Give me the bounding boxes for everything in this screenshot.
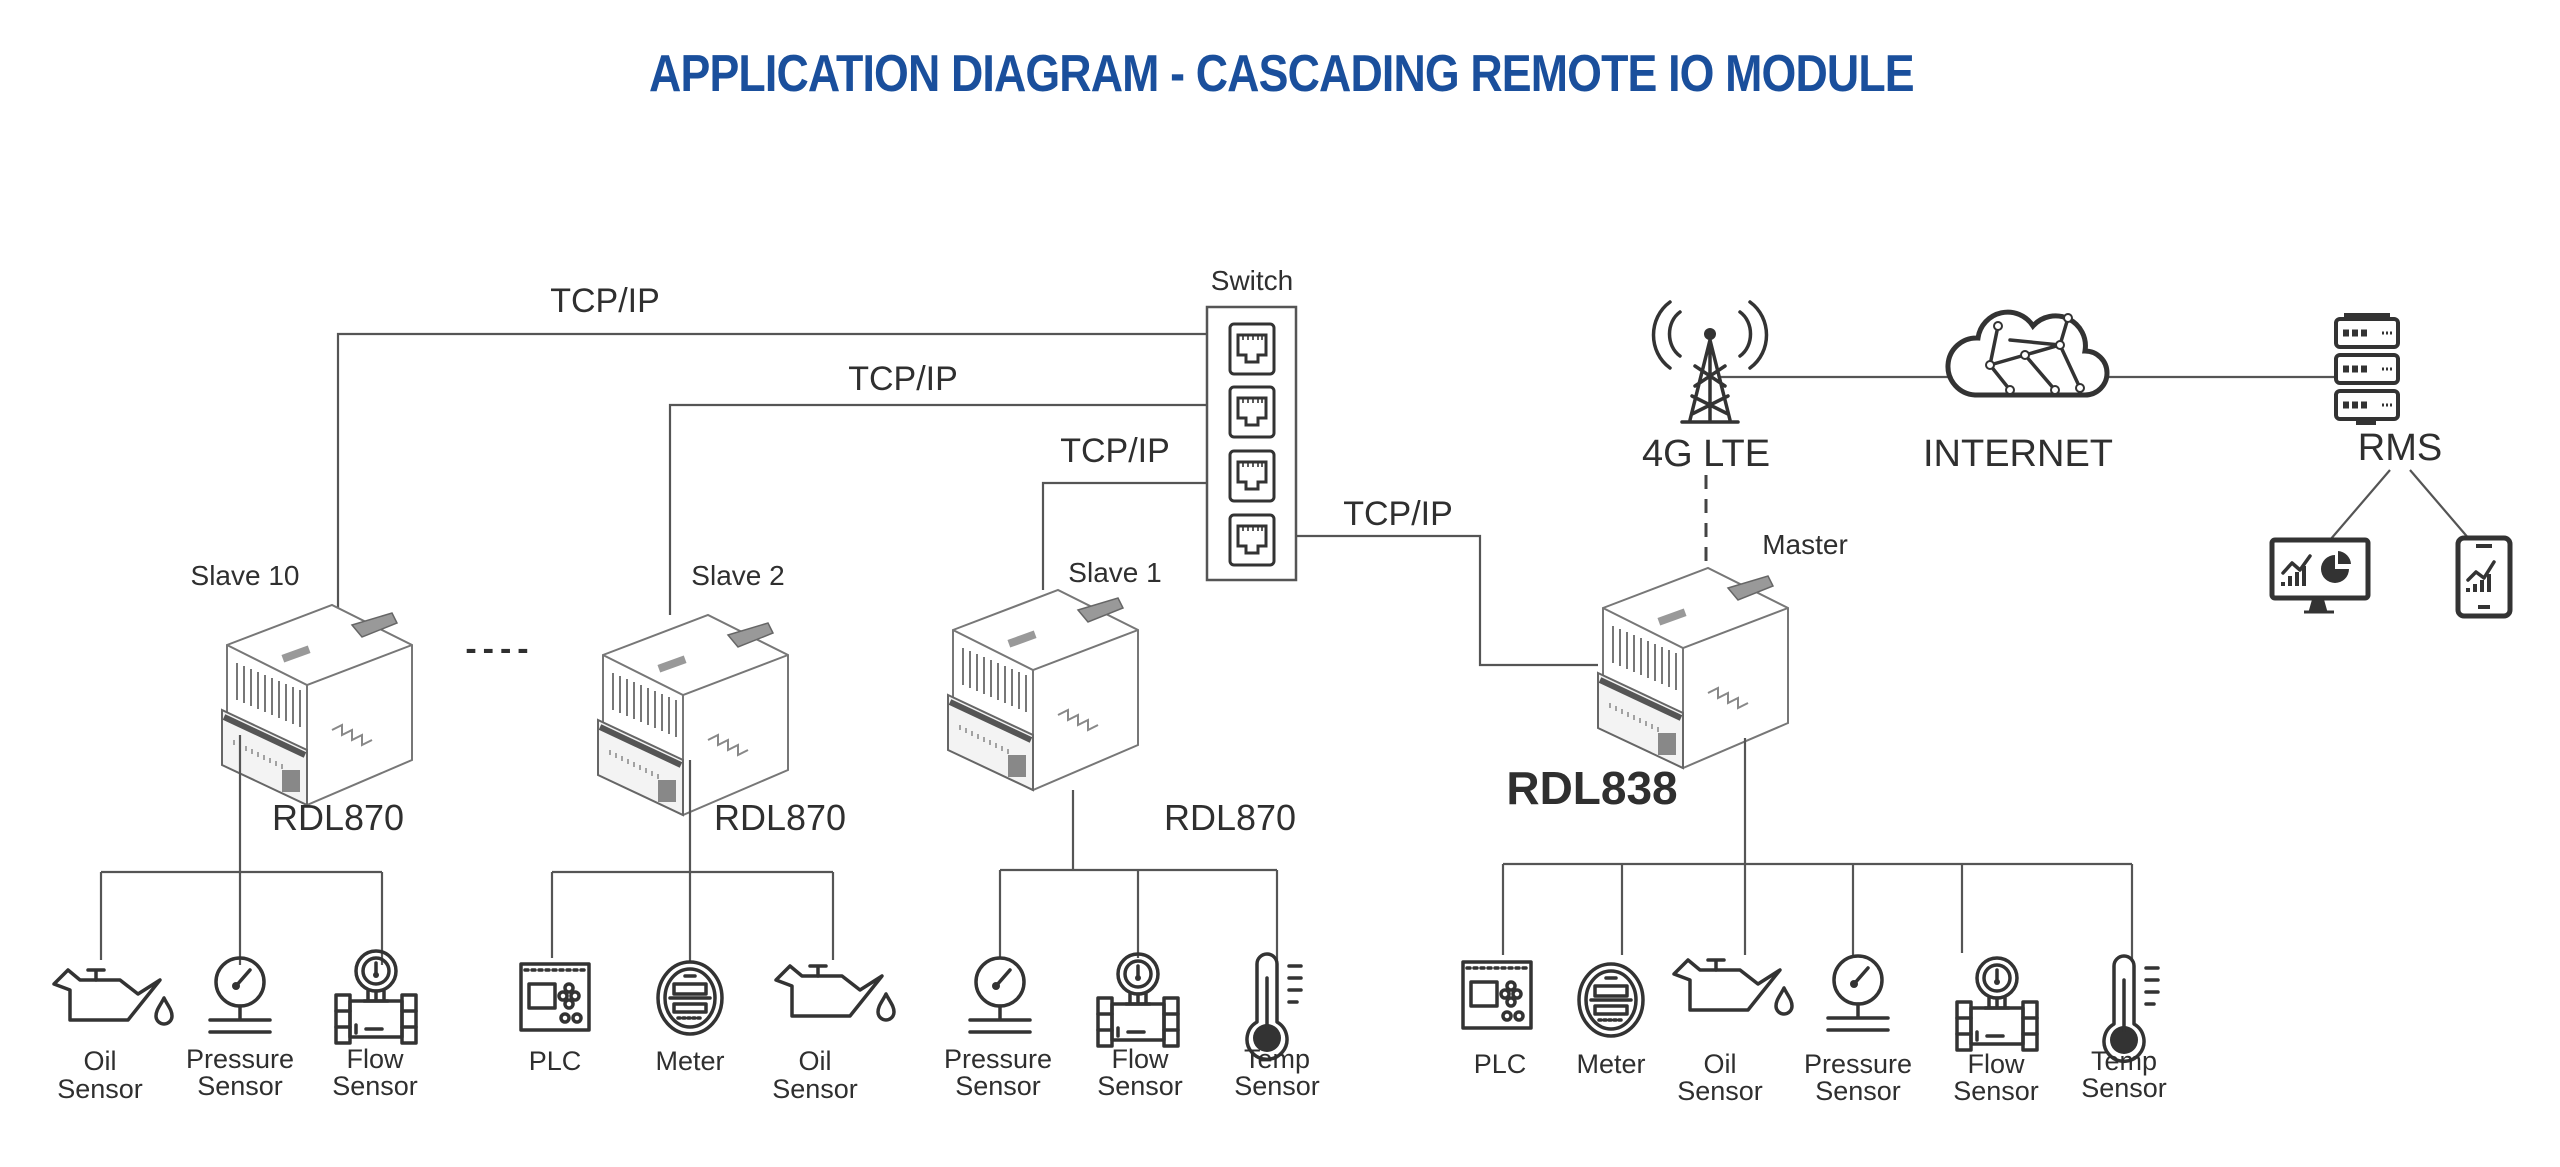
svg-text:Sensor: Sensor bbox=[1097, 1071, 1183, 1101]
cloud-network-icon bbox=[1945, 309, 2110, 398]
oil-can-icon bbox=[52, 968, 174, 1026]
master-role: Master bbox=[1762, 529, 1848, 560]
svg-text:Sensor: Sensor bbox=[1815, 1076, 1901, 1106]
wire-slave2 bbox=[668, 403, 1207, 615]
slave10-io-module[interactable] bbox=[222, 605, 412, 805]
pressure-gauge-icon bbox=[208, 956, 272, 1034]
flow-meter-icon bbox=[1096, 952, 1180, 1048]
phone-chart-icon bbox=[2455, 535, 2513, 619]
diagram-title: APPLICATION DIAGRAM - CASCADING REMOTE I… bbox=[649, 45, 1915, 103]
pressure-gauge-icon bbox=[1826, 954, 1890, 1032]
svg-text:Temp: Temp bbox=[1244, 1044, 1310, 1074]
slave10-device-bus bbox=[99, 735, 384, 965]
server-rack-icon bbox=[2334, 313, 2400, 425]
svg-text:Flow: Flow bbox=[1111, 1044, 1169, 1074]
svg-text:Sensor: Sensor bbox=[332, 1071, 418, 1101]
svg-text:Sensor: Sensor bbox=[1677, 1076, 1763, 1106]
slave10-device-3: Flow Sensor bbox=[332, 949, 418, 1101]
oil-can-icon bbox=[1672, 958, 1794, 1016]
ethernet-port-icon bbox=[1228, 449, 1276, 503]
ethernet-port-icon bbox=[1228, 513, 1276, 567]
svg-text:PLC: PLC bbox=[1474, 1049, 1527, 1079]
svg-text:Pressure: Pressure bbox=[944, 1044, 1052, 1074]
svg-text:Sensor: Sensor bbox=[197, 1071, 283, 1101]
svg-text:Pressure: Pressure bbox=[186, 1044, 294, 1074]
master-device-5: Flow Sensor bbox=[1953, 956, 2039, 1106]
energy-meter-icon bbox=[1577, 962, 1645, 1038]
ellipsis-more-slaves: ---- bbox=[465, 630, 534, 668]
slave2-device-bus bbox=[550, 760, 835, 962]
rms-client-links bbox=[2329, 469, 2471, 541]
wire-slave10 bbox=[336, 332, 1207, 615]
svg-text:Meter: Meter bbox=[1576, 1049, 1645, 1079]
cell-label: 4G LTE bbox=[1642, 433, 1770, 475]
slave10-model: RDL870 bbox=[272, 797, 404, 838]
slave1-device-2: Flow Sensor bbox=[1096, 952, 1183, 1101]
slave1-device-3: Temp Sensor bbox=[1234, 952, 1320, 1101]
tcpip-label-master: TCP/IP bbox=[1343, 495, 1453, 533]
svg-text:Sensor: Sensor bbox=[1234, 1071, 1320, 1101]
slave1-device-bus bbox=[998, 790, 1279, 960]
slave1-io-module[interactable] bbox=[948, 590, 1138, 790]
internet-label: INTERNET bbox=[1923, 433, 2113, 475]
slave2-io-module[interactable] bbox=[598, 615, 788, 815]
master-device-2: Meter bbox=[1576, 962, 1646, 1079]
master-device-1: PLC bbox=[1461, 960, 1533, 1079]
svg-text:Sensor: Sensor bbox=[2081, 1073, 2167, 1103]
slave2-role: Slave 2 bbox=[691, 560, 784, 591]
tcpip-label-slave10: TCP/IP bbox=[550, 282, 660, 320]
monitor-chart-icon bbox=[2269, 537, 2371, 614]
tcpip-label-slave2: TCP/IP bbox=[848, 360, 958, 398]
master-device-3: Oil Sensor bbox=[1672, 958, 1794, 1106]
plc-icon bbox=[519, 962, 591, 1032]
slave2-model: RDL870 bbox=[714, 797, 846, 838]
plc-icon bbox=[1461, 960, 1533, 1030]
svg-text:Sensor: Sensor bbox=[1953, 1076, 2039, 1106]
svg-text:Oil: Oil bbox=[1704, 1049, 1737, 1079]
slave1-model: RDL870 bbox=[1164, 797, 1296, 838]
slave10-device-1: Oil Sensor bbox=[52, 968, 174, 1104]
master-model: RDL838 bbox=[1506, 762, 1677, 814]
slave10-device-2: Pressure Sensor bbox=[186, 956, 294, 1101]
master-device-4: Pressure Sensor bbox=[1804, 954, 1912, 1106]
wire-slave1 bbox=[1041, 481, 1207, 590]
flow-meter-icon bbox=[334, 949, 418, 1045]
rms-label: RMS bbox=[2358, 427, 2442, 469]
energy-meter-icon bbox=[656, 960, 724, 1036]
oil-can-icon bbox=[774, 964, 896, 1022]
svg-text:Sensor: Sensor bbox=[955, 1071, 1041, 1101]
master-device-6: Temp Sensor bbox=[2081, 954, 2167, 1103]
slave10-role: Slave 10 bbox=[191, 560, 300, 591]
ethernet-port-icon bbox=[1228, 322, 1276, 376]
svg-text:PLC: PLC bbox=[529, 1046, 582, 1076]
slave2-device-3: Oil Sensor bbox=[772, 964, 896, 1104]
master-device-bus bbox=[1501, 738, 2134, 962]
slave2-device-1: PLC bbox=[519, 962, 591, 1076]
svg-text:Flow: Flow bbox=[1967, 1049, 2025, 1079]
tcpip-label-slave1: TCP/IP bbox=[1060, 432, 1170, 470]
wire-master bbox=[1296, 534, 1598, 667]
cell-tower-icon bbox=[1651, 300, 1769, 424]
svg-text:Oil: Oil bbox=[84, 1046, 117, 1076]
slave1-role: Slave 1 bbox=[1068, 557, 1161, 588]
svg-text:Sensor: Sensor bbox=[57, 1074, 143, 1104]
svg-text:Sensor: Sensor bbox=[772, 1074, 858, 1104]
svg-text:Flow: Flow bbox=[346, 1044, 404, 1074]
master-io-module[interactable] bbox=[1598, 568, 1788, 768]
slave2-device-2: Meter bbox=[655, 960, 725, 1076]
svg-text:Temp: Temp bbox=[2091, 1046, 2157, 1076]
flow-meter-icon bbox=[1955, 956, 2039, 1052]
svg-text:Meter: Meter bbox=[655, 1046, 724, 1076]
switch-label: Switch bbox=[1211, 265, 1293, 296]
slave1-device-1: Pressure Sensor bbox=[944, 956, 1052, 1101]
ethernet-port-icon bbox=[1228, 385, 1276, 439]
pressure-gauge-icon bbox=[968, 956, 1032, 1034]
svg-text:Pressure: Pressure bbox=[1804, 1049, 1912, 1079]
svg-text:Oil: Oil bbox=[799, 1046, 832, 1076]
